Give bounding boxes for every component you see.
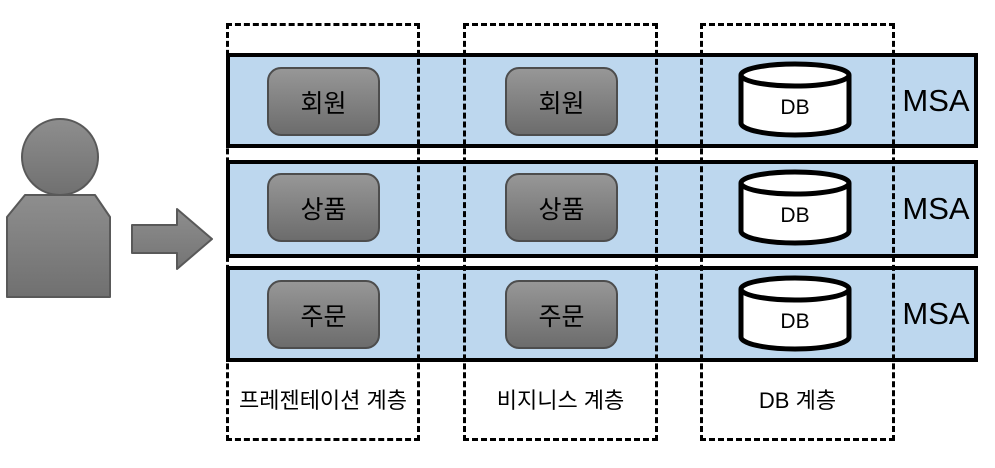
- msa-badge-1: MSA: [902, 82, 970, 118]
- person-icon: [6, 118, 111, 298]
- layer-box-presentation: [226, 23, 420, 441]
- arrow-shape: [131, 208, 213, 270]
- person-body-shape: [6, 194, 111, 298]
- layer-box-business: [463, 23, 658, 441]
- db-top: [738, 61, 852, 89]
- db-label: DB: [780, 204, 809, 227]
- layer-label-db: DB 계층: [758, 388, 837, 413]
- db-label: DB: [780, 310, 809, 333]
- arrow-right-icon: [131, 208, 213, 270]
- layer-box-db: [700, 23, 895, 441]
- db-label: DB: [780, 96, 809, 119]
- database-cylinder-icon: DB: [738, 169, 852, 246]
- service-node-business-1: 회원: [505, 67, 618, 136]
- service-node-presentation-2: 상품: [267, 173, 380, 242]
- service-node-presentation-1: 회원: [267, 67, 380, 136]
- service-node-business-2: 상품: [505, 173, 618, 242]
- database-cylinder-icon: DB: [738, 275, 852, 352]
- db-body: [738, 75, 852, 138]
- db-top: [738, 275, 852, 303]
- db-body: [738, 289, 852, 352]
- person-head-shape: [21, 118, 99, 196]
- msa-badge-3: MSA: [902, 296, 970, 331]
- database-cylinder-icon: DB: [738, 61, 852, 138]
- service-node-business-3: 주문: [505, 280, 618, 349]
- db-top: [738, 169, 852, 197]
- db-body: [738, 183, 852, 246]
- layer-label-business: 비지니스 계층: [496, 388, 625, 413]
- service-node-presentation-3: 주문: [267, 280, 380, 349]
- msa-badge-2: MSA: [902, 191, 970, 226]
- layer-label-presentation: 프레젠테이션 계층: [238, 388, 408, 413]
